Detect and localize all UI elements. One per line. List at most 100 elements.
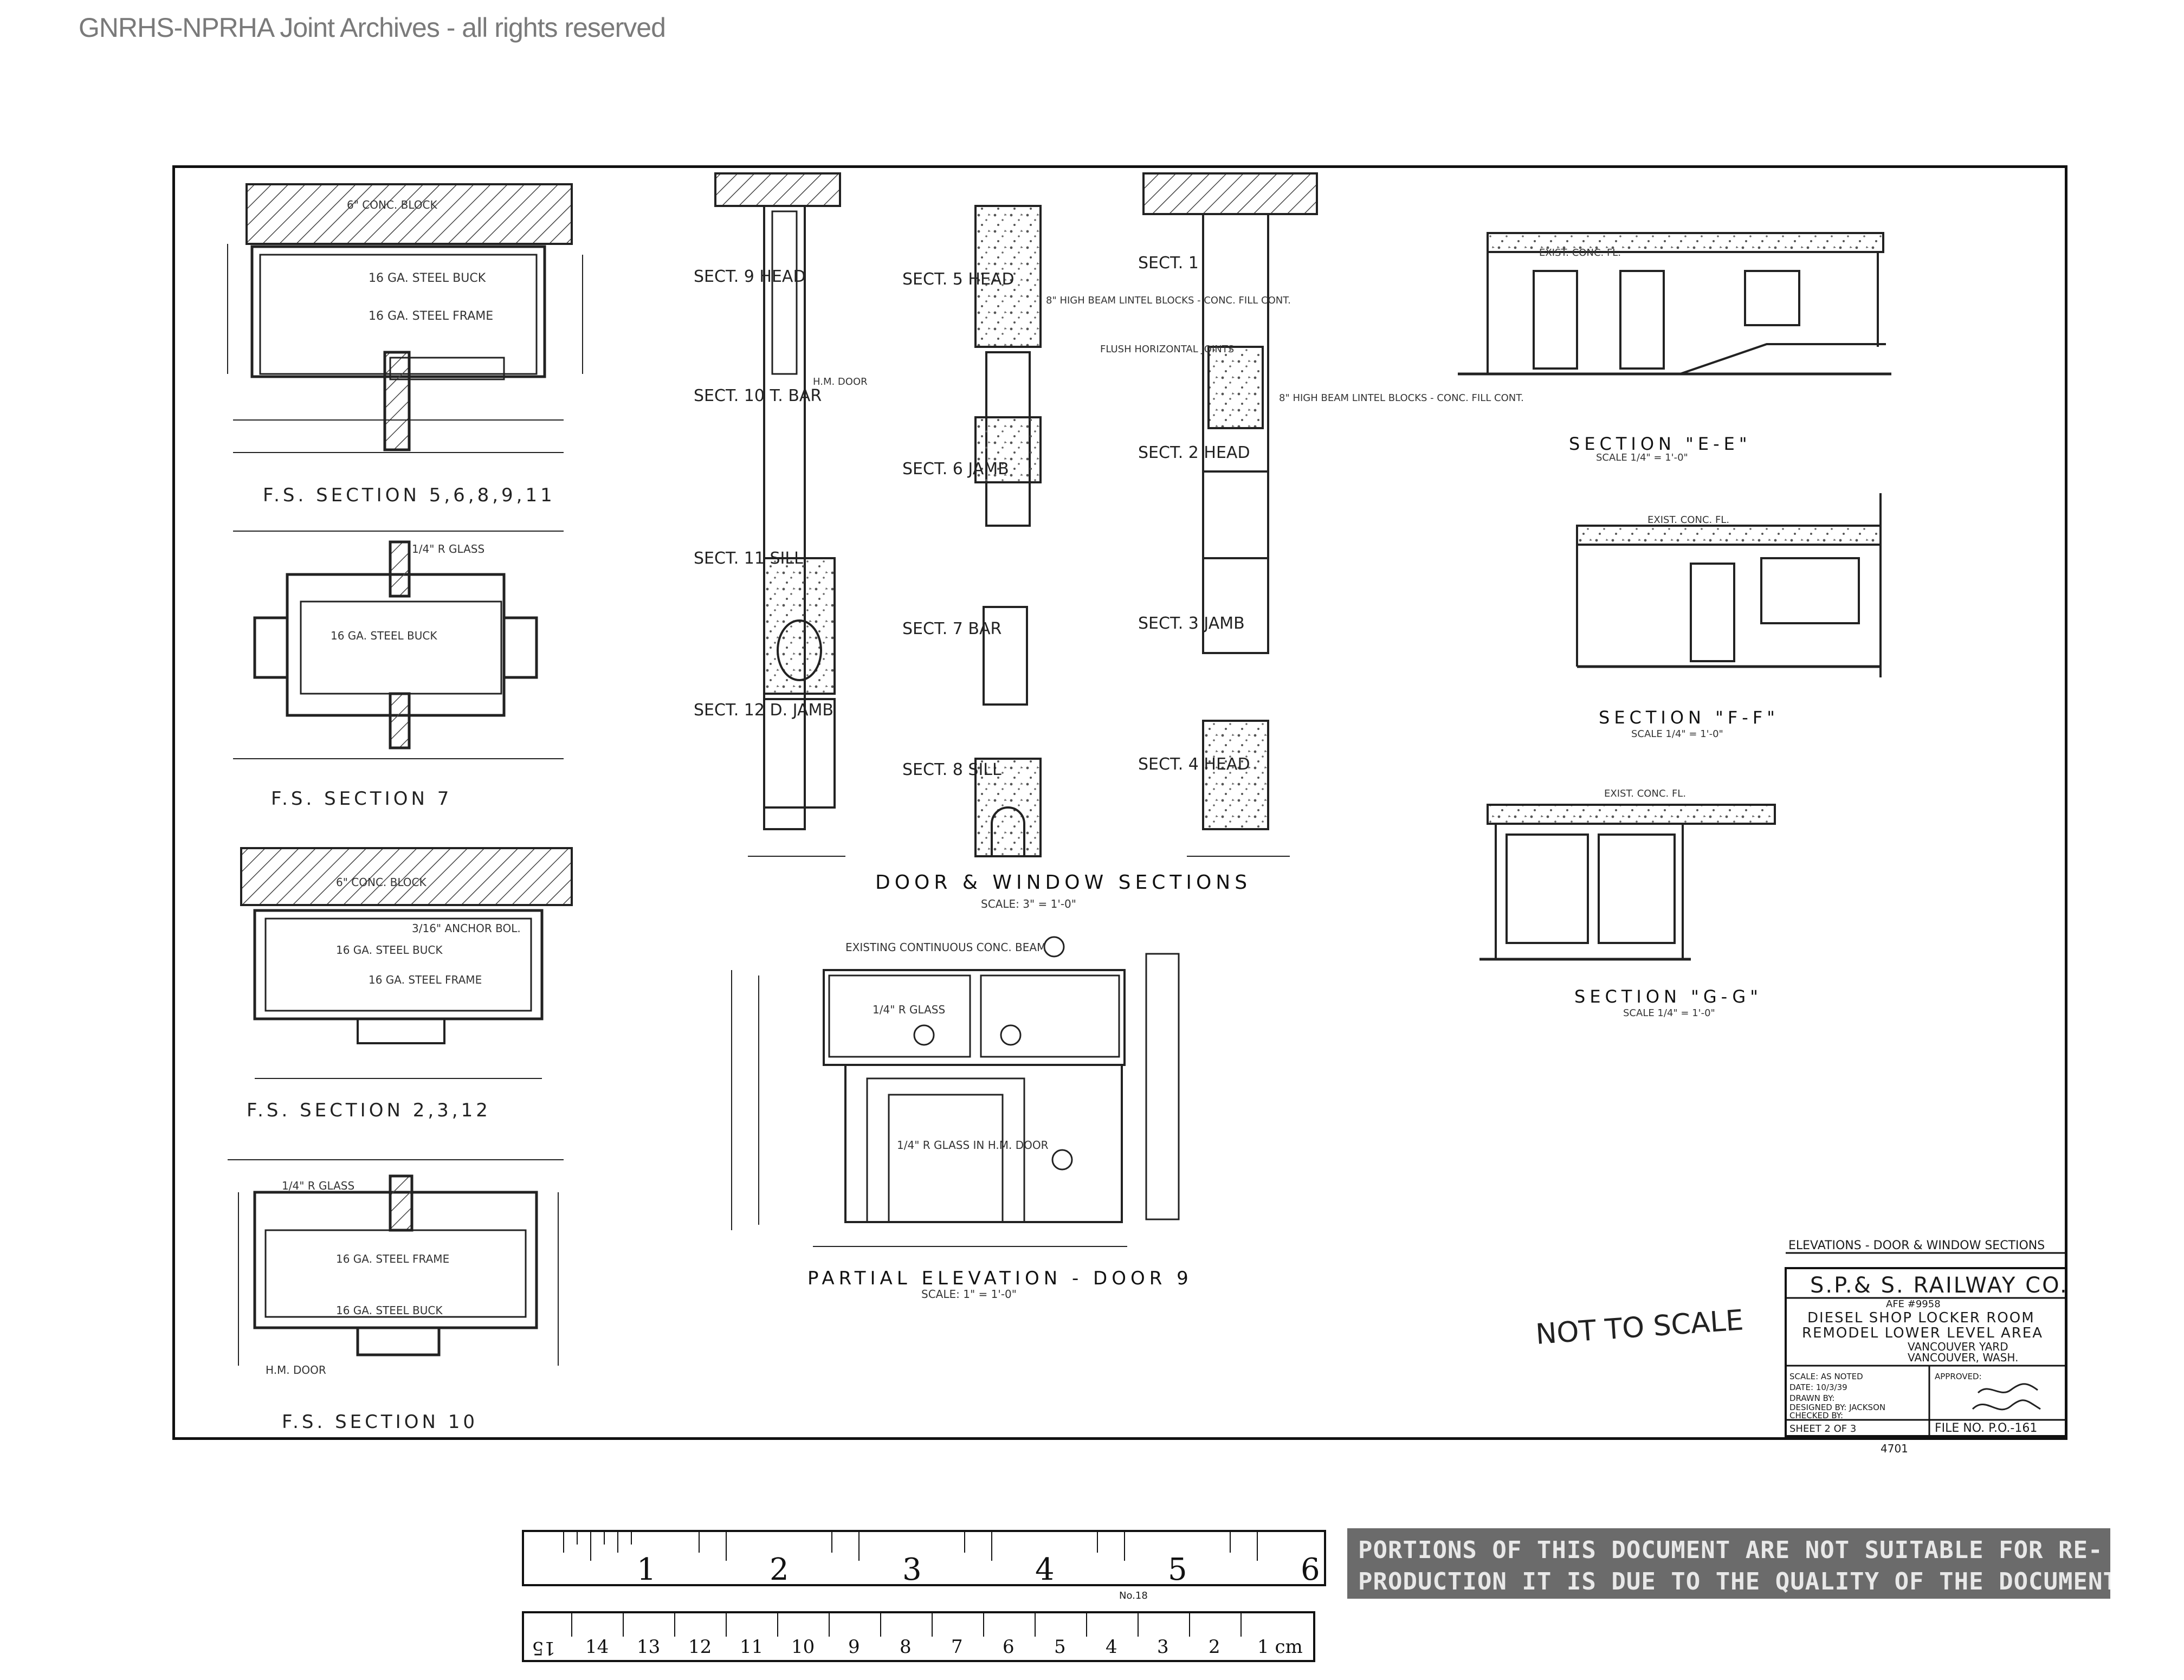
note-flush-joints: FLUSH HORIZONTAL JOINTS [1100, 344, 1234, 355]
sect-label-8: SECT. 8 SILL [902, 760, 1001, 779]
ruler-cm-9: 9 [848, 1636, 860, 1658]
title-block-afe: AFE #9958 [1886, 1298, 1941, 1310]
elev-note-glass: 1/4" R GLASS [873, 1003, 945, 1016]
sect-label-9: SECT. 9 HEAD [694, 267, 806, 286]
elev-note-door-glass: 1/4" R GLASS IN H.M. DOOR [897, 1139, 1049, 1152]
note-lintel-2: 8" HIGH BEAM LINTEL BLOCKS - CONC. FILL … [1279, 392, 1524, 404]
quality-warning-line2: PRODUCTION IT IS DUE TO THE QUALITY OF T… [1358, 1568, 2110, 1595]
archive-watermark: GNRHS-NPRHA Joint Archives - all rights … [79, 12, 666, 43]
fs-note-frame: 16 GA. STEEL FRAME [369, 309, 493, 323]
approval-signature-1 [1977, 1383, 2038, 1394]
ruler-inch-4: 4 [1035, 1552, 1055, 1587]
title-block-line3: VANCOUVER YARD [1908, 1340, 2008, 1353]
fs23-note-anchor: 3/16" ANCHOR BOL. [412, 922, 521, 935]
door-window-sections-drawing [714, 172, 1318, 857]
ruler-inch-5: 5 [1168, 1552, 1187, 1587]
fs-note-block: 6" CONC. BLOCK [347, 198, 437, 211]
fs-section-title-2: F.S. SECTION 2,3,12 [247, 1100, 491, 1121]
section-ee-drawing [1458, 232, 1891, 376]
fs23-note-block: 6" CONC. BLOCK [336, 876, 427, 889]
section-ff-drawing [1576, 493, 1882, 677]
fs7-note-glass: 1/4" R GLASS [412, 542, 484, 555]
section-ff-scale: SCALE 1/4" = 1'-0" [1631, 728, 1723, 740]
title-block-checked: CHECKED BY: [1789, 1411, 1843, 1420]
title-block-file: FILE NO. P.O.-161 [1935, 1421, 2037, 1435]
quality-warning-line1: PORTIONS OF THIS DOCUMENT ARE NOT SUITAB… [1358, 1536, 2103, 1564]
title-block-date: DATE: 10/3/39 [1789, 1382, 1847, 1392]
ruler-cm-13: 13 [637, 1636, 660, 1658]
title-block-drawn: DRAWN BY: [1789, 1393, 1834, 1403]
fs10-note-door: H.M. DOOR [266, 1364, 326, 1377]
ruler-inch-6: 6 [1301, 1552, 1320, 1587]
title-block-approved: APPROVED: [1935, 1372, 1982, 1381]
fs10-note-frame: 16 GA. STEEL FRAME [336, 1252, 449, 1265]
fs10-note-buck: 16 GA. STEEL BUCK [336, 1304, 443, 1317]
sect-label-12: SECT. 12 D. JAMB [694, 701, 833, 720]
ruler-inch-2: 2 [770, 1552, 789, 1587]
ruler-cm-11: 11 [740, 1636, 763, 1658]
ruler-cm-3: 3 [1157, 1636, 1169, 1658]
sect-label-3: SECT. 3 JAMB [1138, 614, 1245, 633]
sect-label-11: SECT. 11 SILL [694, 549, 803, 568]
fs-section-title-7: F.S. SECTION 7 [271, 788, 452, 810]
ruler-cm-15: 15 [532, 1637, 555, 1659]
sect-label-4: SECT. 4 HEAD [1138, 755, 1250, 774]
door-window-sections-title: DOOR & WINDOW SECTIONS [875, 871, 1251, 894]
ruler-cm-7: 7 [951, 1636, 963, 1658]
fs-note-buck: 16 GA. STEEL BUCK [369, 272, 486, 285]
ruler-brand: No.18 [1119, 1590, 1148, 1601]
title-block-scale: SCALE: AS NOTED [1789, 1372, 1863, 1381]
fs7-note-buck: 16 GA. STEEL BUCK [331, 629, 437, 642]
title-block-sheet: SHEET 2 OF 3 [1789, 1423, 1856, 1435]
sect-label-7: SECT. 7 BAR [902, 619, 1001, 638]
approval-signature-2 [1972, 1399, 2041, 1411]
note-lintel-1: 8" HIGH BEAM LINTEL BLOCKS - CONC. FILL … [1046, 295, 1291, 306]
fs-section-5-6-8-9-11-drawing [227, 183, 583, 453]
section-gg-title: SECTION "G-G" [1574, 986, 1762, 1007]
drawing-sheet-border [172, 165, 2067, 1440]
document-number: 4701 [1881, 1442, 1908, 1455]
ruler-cm-14: 14 [585, 1636, 609, 1658]
sect-label-2: SECT. 2 HEAD [1138, 443, 1250, 462]
sect-label-5: SECT. 5 HEAD [902, 270, 1015, 289]
fs-section-7-drawing [233, 531, 564, 759]
title-block-company: S.P.& S. RAILWAY CO. [1810, 1273, 2069, 1298]
ruler-cm-4: 4 [1106, 1636, 1117, 1658]
ruler-inch-1: 1 [637, 1552, 656, 1587]
title-block-designed: DESIGNED BY: JACKSON [1789, 1403, 1885, 1412]
title-block-line1: DIESEL SHOP LOCKER ROOM [1807, 1310, 2035, 1326]
fs23-note-buck: 16 GA. STEEL BUCK [336, 944, 443, 957]
door-window-scale: SCALE: 3" = 1'-0" [981, 897, 1076, 910]
note-hm-door: H.M. DOOR [813, 376, 868, 387]
section-ff-title: SECTION "F-F" [1599, 707, 1779, 728]
sect-label-1: SECT. 1 [1138, 254, 1199, 273]
ruler-cm-2: 2 [1209, 1636, 1220, 1658]
partial-elevation-door-drawing [731, 936, 1180, 1247]
ruler-cm-1: 1 cm [1257, 1636, 1303, 1658]
sect-label-6: SECT. 6 JAMB [902, 460, 1009, 479]
fs-section-10-drawing [228, 1159, 564, 1366]
sect-label-10: SECT. 10 T. BAR [694, 386, 822, 405]
section-gg-drawing [1479, 804, 1776, 961]
ruler-cm-8: 8 [900, 1636, 912, 1658]
fs10-note-glass: 1/4" R GLASS [282, 1179, 354, 1192]
ruler-cm-10: 10 [791, 1636, 815, 1658]
sect-labels: SECT. 9 HEAD SECT. 10 T. BAR SECT. 11 SI… [694, 254, 1250, 779]
fs-section-2-3-12-drawing [240, 847, 573, 1079]
fs-section-title-5: F.S. SECTION 5,6,8,9,11 [263, 484, 555, 506]
title-block-frame [1785, 1252, 2067, 1437]
quality-warning-banner: PORTIONS OF THIS DOCUMENT ARE NOT SUITAB… [1347, 1528, 2110, 1599]
title-block-note: ELEVATIONS - DOOR & WINDOW SECTIONS [1788, 1239, 2045, 1252]
ff-note-floor: EXIST. CONC. FL. [1647, 514, 1729, 526]
partial-elevation-title: PARTIAL ELEVATION - DOOR 9 [807, 1268, 1193, 1289]
fs-section-title-10: F.S. SECTION 10 [282, 1411, 478, 1433]
title-block-line2: REMODEL LOWER LEVEL AREA [1802, 1325, 2043, 1341]
section-gg-scale: SCALE 1/4" = 1'-0" [1623, 1007, 1715, 1019]
cm-ruler: 15 14 13 12 11 10 9 8 7 6 5 4 3 2 1 cm [522, 1611, 1315, 1662]
ruler-inch-3: 3 [902, 1552, 922, 1587]
ruler-cm-5: 5 [1054, 1636, 1066, 1658]
ruler-cm-12: 12 [688, 1636, 712, 1658]
inch-ruler: 1 2 3 4 5 6 No.18 [522, 1530, 1326, 1601]
ruler-cm-6: 6 [1003, 1636, 1015, 1658]
